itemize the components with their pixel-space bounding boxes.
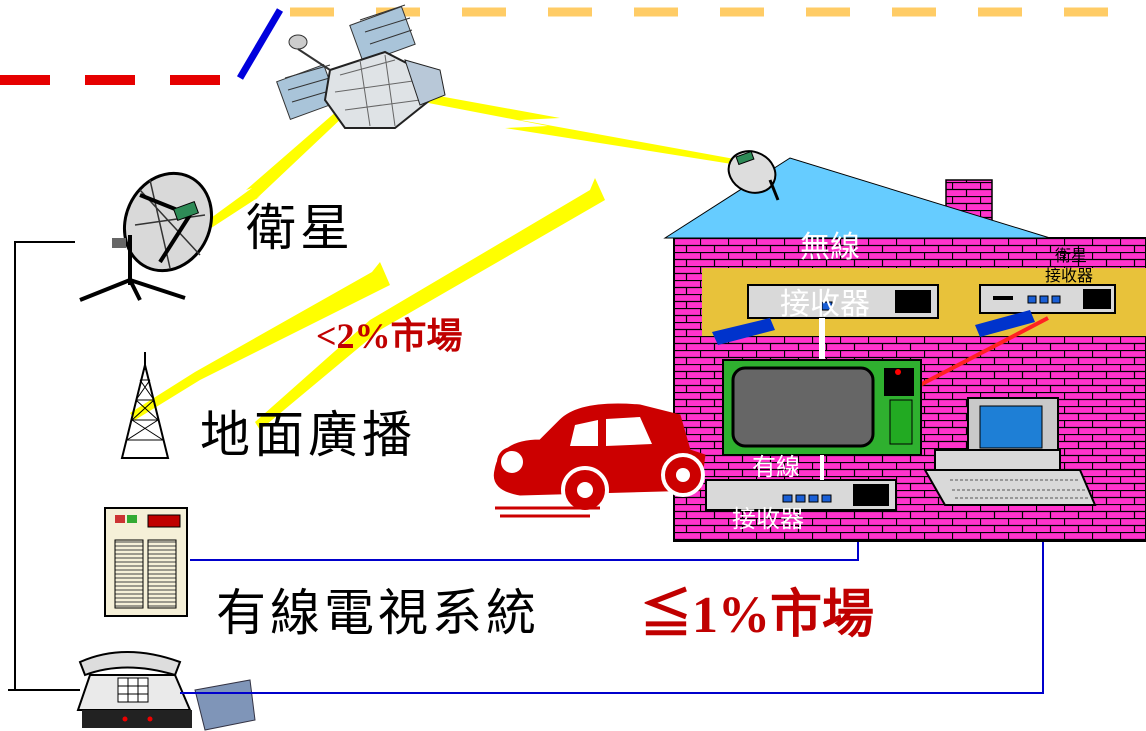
cable-receiver-label-line1: 有線 (752, 453, 800, 481)
broadcast-tower-icon (120, 352, 170, 459)
telephone-icon (76, 651, 256, 731)
dish-antenna-icon (79, 171, 214, 302)
satellite-receiver-label-line2: 接收器 (1045, 266, 1094, 285)
computer-icon (923, 397, 1097, 506)
wireless-receiver-label-line2: 接收器 (780, 287, 870, 322)
wireless-receiver-box (712, 284, 939, 360)
television-icon (722, 359, 922, 456)
connector-bracket (8, 241, 80, 691)
terrestrial-label: 地面廣播 (200, 406, 416, 464)
market-2pct-label: <2%市場 (316, 316, 463, 356)
market-1pct-label: ≦1%市場 (640, 587, 875, 644)
cable-tv-label: 有線電視系統 (216, 584, 540, 642)
cable-receiver-label-line2: 接收器 (732, 505, 804, 533)
satellite-receiver-box (919, 284, 1116, 387)
car-icon (493, 403, 706, 518)
cable-receiver-box (705, 455, 897, 511)
satellite-icon (276, 4, 446, 129)
dashed-orbit-lines (0, 7, 1146, 85)
cable-headend-icon (104, 507, 188, 617)
signal-beams (130, 88, 740, 430)
satellite-label: 衛星 (246, 199, 354, 257)
satellite-receiver-label-line1: 衛星 (1055, 246, 1088, 265)
wireless-receiver-label-line1: 無線 (800, 230, 860, 265)
